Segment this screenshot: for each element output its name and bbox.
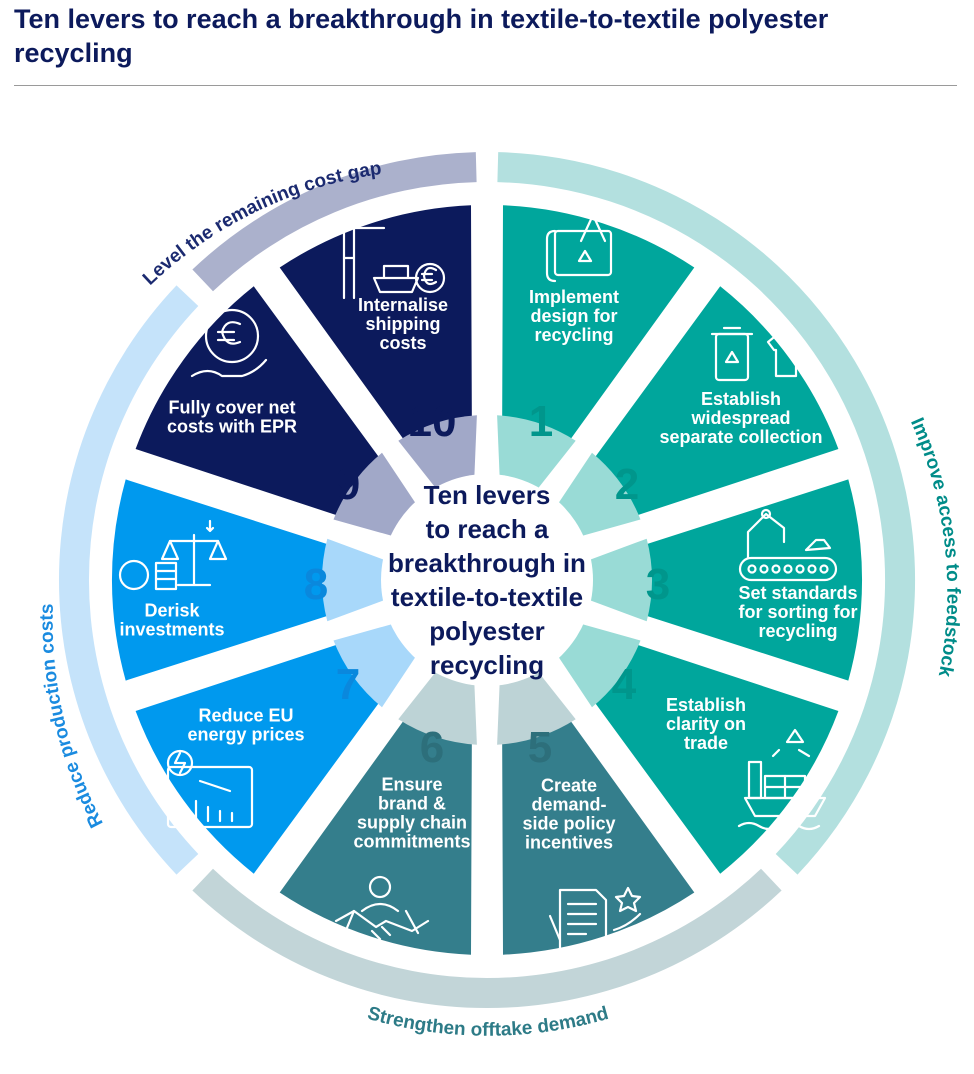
cargo-ship-icon: [737, 728, 827, 831]
lever-icons: [118, 207, 838, 954]
policy-document-icon: [548, 886, 650, 954]
lever-number-1: 1: [529, 397, 553, 446]
lever-number-4: 4: [612, 660, 637, 709]
coins-scale-icon: [118, 519, 228, 591]
category-ring-offtake: [192, 868, 782, 1009]
category-ring-costgap: [192, 152, 477, 292]
category-ring-production: [58, 285, 199, 875]
design-blueprint-icon: [545, 207, 613, 283]
lever-number-10: 10: [408, 397, 457, 446]
port-crane-icon: [342, 212, 446, 300]
lever-number-9: 9: [336, 460, 360, 509]
category-ring: [58, 152, 916, 1009]
lever-number-7: 7: [336, 660, 360, 709]
lever-segment-8: [111, 479, 442, 681]
page-title: Ten levers to reach a breakthrough in te…: [14, 4, 829, 68]
collection-bin-icon: [710, 324, 806, 382]
lever-number-2: 2: [615, 460, 639, 509]
center-disc: [381, 474, 593, 686]
lever-tab-3: [546, 538, 652, 622]
lever-tab-8: [322, 538, 428, 622]
lever-segment-3: [532, 479, 863, 681]
category-label-feedstock: Improve access to feedstock: [906, 415, 963, 679]
category-ring-feedstock: [497, 152, 916, 875]
category-label-offtake: Strengthen offtake demand: [365, 1003, 611, 1041]
lever-number-6: 6: [420, 723, 444, 772]
lever-number-8: 8: [304, 560, 328, 609]
handshake-icon: [334, 875, 430, 941]
lever-number-3: 3: [646, 560, 670, 609]
energy-chart-icon: [166, 749, 254, 829]
sorting-robot-icon: [738, 508, 838, 582]
lever-number-5: 5: [528, 723, 552, 772]
euro-hand-icon: [190, 308, 268, 378]
title-divider: [14, 85, 957, 86]
